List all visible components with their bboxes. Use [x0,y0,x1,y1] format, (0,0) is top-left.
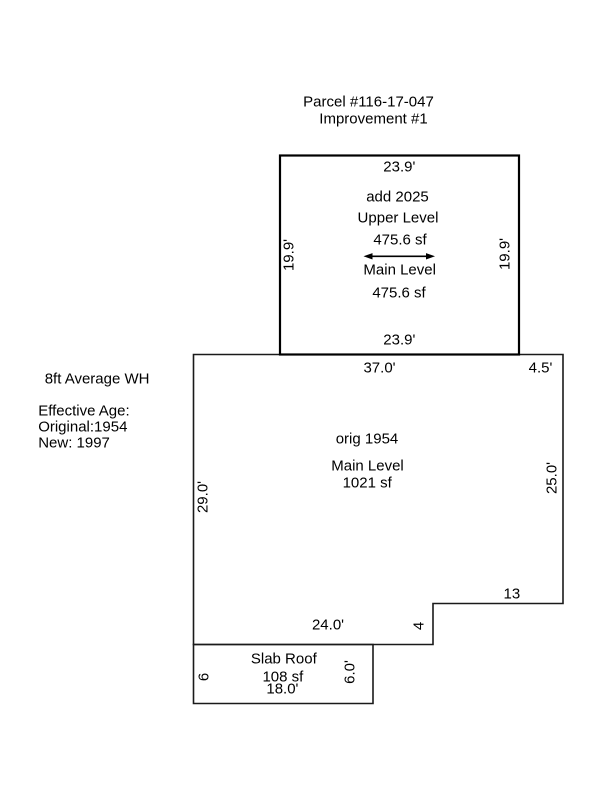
age-new-value: New: 1997 [38,434,110,451]
wall-height-note: 8ft Average WH [44,370,150,388]
original-name-label: orig 1954 [335,430,399,447]
slab-roof-outline [192,643,374,705]
slab-roof-area: 108 sf [262,668,304,686]
addition-name-label: add 2025 [366,188,429,205]
addition-dim-bottom: 23.9' [383,331,416,349]
addition-dim-left: 19.9' [280,238,298,271]
original-area: 1021 sf [342,474,392,492]
original-dim-top: 37.0' [363,359,396,376]
original-dim-step-bottom: 13 [503,585,521,602]
slab-roof-dim-left: 6 [195,673,213,682]
slab-roof-dim-bottom: 18.0' [266,680,299,698]
effective-age-label: Effective Age: [38,402,130,420]
addition-upper-level-area: 475.6 sf [373,231,427,249]
addition-upper-level-label: Upper Level [357,209,439,226]
original-dim-bottom: 24.0' [311,616,345,634]
original-level-label: Main Level [331,457,404,475]
slab-roof-dim-right: 6.0' [341,659,359,684]
original-dim-notch-side: 4 [410,622,428,631]
addition-main-level-area: 475.6 sf [372,284,426,301]
original-dim-top-right: 4.5' [528,359,553,376]
double-arrow-icon [363,253,435,260]
original-dim-right: 25.0' [543,461,560,494]
addition-main-level-label: Main Level [363,261,436,279]
addition-outline [278,154,521,356]
original-dim-left: 29.0' [194,480,212,514]
improvement-number-label: Improvement #1 [319,110,428,128]
slab-roof-name-label: Slab Roof [250,650,317,668]
parcel-number-label: Parcel #116-17-047 [303,93,434,110]
addition-dim-top: 23.9' [383,158,416,176]
addition-dim-right: 19.9' [496,237,513,271]
age-original-value: Original:1954 [38,418,128,436]
